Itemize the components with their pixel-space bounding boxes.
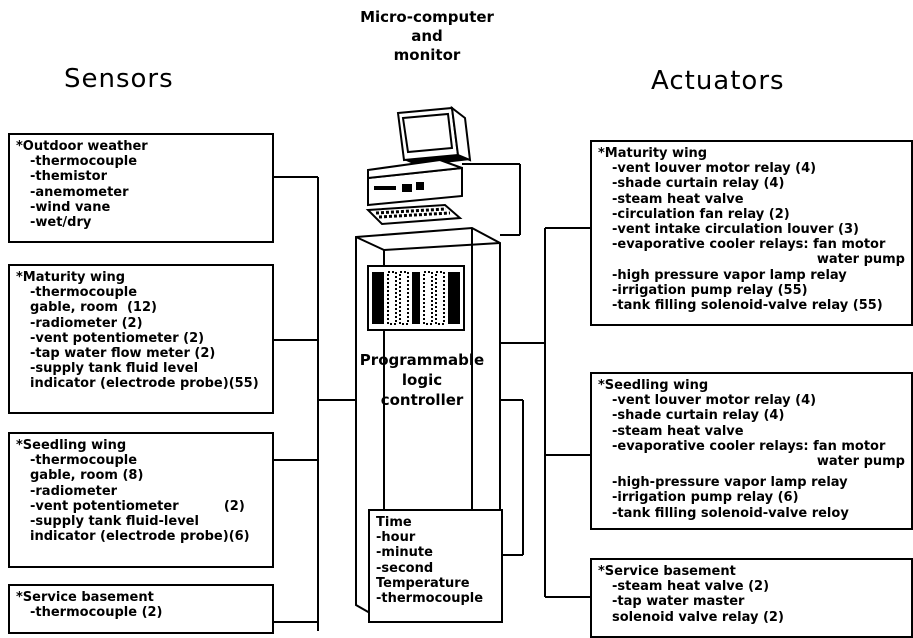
- time-box: Time -hour -minute -second Temperature -…: [368, 509, 503, 623]
- list-item: -steam heat valve: [612, 423, 744, 439]
- list-item: -vent potentiometer (2): [30, 330, 205, 346]
- sensors-heading: Sensors: [64, 64, 174, 94]
- list-item: -circulation fan relay (2): [612, 206, 790, 222]
- micro-computer-label: Micro-computer and monitor: [332, 8, 522, 65]
- list-item: -wet/dry: [30, 215, 92, 231]
- actuator-box-seedling: *Seedling wing -vent louver motor relay …: [590, 372, 913, 530]
- list-item: -irrigation pump relay (55): [612, 282, 808, 298]
- micro-label-line-1: Micro-computer: [360, 8, 494, 26]
- list-item: -radiometer: [30, 483, 118, 499]
- list-item: -tap water master: [612, 594, 745, 610]
- list-item: -thermocouple: [376, 591, 484, 607]
- list-item: gable, room (8): [30, 468, 144, 484]
- list-item: -high-pressure vapor lamp relay: [612, 475, 848, 491]
- plc-label-line-1: Programmable: [359, 351, 485, 369]
- list-item: -evaporative cooler relays: fan motor: [612, 438, 886, 454]
- list-item: -steam heat valve: [612, 191, 744, 207]
- list-item: -radiometer (2): [30, 315, 143, 331]
- list-item: -thermocouple: [30, 453, 138, 469]
- list-item: -tap water flow meter (2): [30, 346, 216, 362]
- computer-unit-icon: [367, 158, 463, 207]
- list-item: -second: [376, 560, 434, 576]
- actuator-box-basement: *Service basement -steam heat valve (2) …: [590, 558, 913, 638]
- list-item: Temperature: [376, 575, 470, 591]
- list-item: -shade curtain relay (4): [612, 176, 785, 192]
- micro-label-line-2: and: [411, 27, 443, 45]
- box-title: *Seedling wing: [598, 378, 709, 393]
- plc-label-line-3: controller: [380, 391, 464, 409]
- list-item: -steam heat valve (2): [612, 579, 770, 595]
- list-item: -supply tank fluid-level: [30, 514, 199, 530]
- list-item: -supply tank fluid level: [30, 361, 199, 377]
- list-item: water pump: [816, 252, 905, 268]
- list-item: -minute: [376, 545, 433, 561]
- list-item: solenoid valve relay (2): [612, 609, 784, 625]
- plc-label: Programmable logic controller: [352, 350, 492, 410]
- list-item: -vent intake circulation louver (3): [612, 222, 859, 238]
- list-item: water pump: [816, 454, 905, 470]
- sensor-box-seedling: *Seedling wing -thermocouple gable, room…: [8, 432, 274, 568]
- box-title: *Outdoor weather: [16, 139, 148, 154]
- micro-label-line-3: monitor: [393, 46, 461, 64]
- box-title: Time: [376, 515, 412, 530]
- list-item: -thermocouple: [30, 285, 138, 301]
- list-item: -vent potentiometer (2): [30, 498, 245, 514]
- list-item: -wind vane: [30, 199, 111, 215]
- keyboard-icon: [365, 203, 463, 226]
- list-item: indicator (electrode probe)(55): [30, 376, 259, 392]
- box-title: *Maturity wing: [598, 146, 708, 161]
- list-item: -thermocouple: [30, 154, 138, 170]
- list-item: -high pressure vapor lamp relay: [612, 267, 847, 283]
- sensor-box-outdoor: *Outdoor weather -thermocouple -themisto…: [8, 133, 274, 243]
- list-item: -themistor: [30, 169, 107, 185]
- list-item: -tank filling solenoid-valve relay (55): [612, 298, 883, 314]
- list-item: -vent louver motor relay (4): [612, 393, 817, 409]
- actuators-heading: Actuators: [651, 66, 785, 96]
- list-item: -vent louver motor relay (4): [612, 161, 817, 177]
- box-title: *Seedling wing: [16, 438, 127, 453]
- list-item: indicator (electrode probe)(6): [30, 529, 250, 545]
- sensor-box-maturity: *Maturity wing -thermocouple gable, room…: [8, 264, 274, 414]
- list-item: -irrigation pump relay (6): [612, 490, 799, 506]
- list-item: -thermocouple (2): [30, 605, 163, 621]
- list-item: -tank filling solenoid-valve reloy: [612, 505, 849, 521]
- box-title: *Service basement: [598, 564, 736, 579]
- sensor-box-basement: *Service basement -thermocouple (2): [8, 584, 274, 634]
- list-item: -anemometer: [30, 184, 129, 200]
- plc-label-line-2: logic: [401, 371, 443, 389]
- list-item: -shade curtain relay (4): [612, 408, 785, 424]
- actuator-box-maturity: *Maturity wing -vent louver motor relay …: [590, 140, 913, 326]
- box-title: *Maturity wing: [16, 270, 126, 285]
- list-item: gable, room (12): [30, 300, 157, 316]
- box-title: *Service basement: [16, 590, 154, 605]
- list-item: -evaporative cooler relays: fan motor: [612, 237, 886, 253]
- list-item: -hour: [376, 530, 416, 546]
